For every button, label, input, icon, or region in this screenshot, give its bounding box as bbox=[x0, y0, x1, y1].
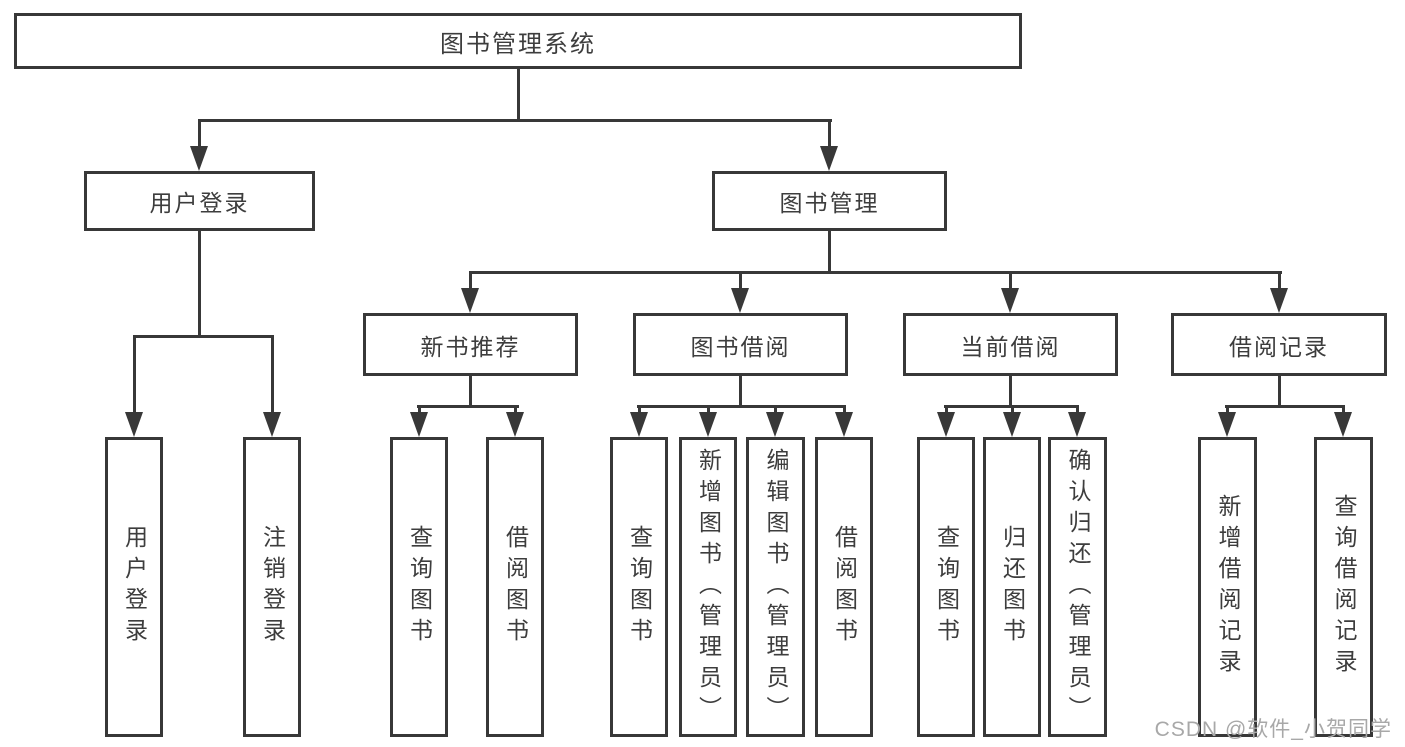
node-borrow-records: 借阅记录 bbox=[1171, 313, 1387, 376]
connector-line bbox=[198, 229, 201, 337]
leaf-logout-label: 注销登录 bbox=[259, 525, 286, 649]
leaf-edit-books-admin-label: 编辑图书（管理员） bbox=[763, 447, 789, 727]
connector-line bbox=[198, 119, 832, 122]
connector-line bbox=[828, 229, 831, 274]
leaf-edit-books-admin: 编辑图书（管理员） bbox=[746, 437, 805, 737]
arrowhead-down bbox=[506, 412, 524, 437]
leaf-return-books: 归还图书 bbox=[983, 437, 1041, 737]
connector-line bbox=[517, 67, 520, 122]
leaf-query-borrow-record: 查询借阅记录 bbox=[1314, 437, 1373, 737]
connector-line bbox=[1225, 405, 1345, 408]
node-current-borrow-label: 当前借阅 bbox=[960, 333, 1061, 360]
node-current-borrow: 当前借阅 bbox=[903, 313, 1118, 376]
csdn-watermark: CSDN @软件_小贺同学 bbox=[1154, 718, 1392, 741]
connector-line bbox=[707, 405, 710, 415]
connector-line bbox=[418, 405, 421, 415]
leaf-borrow-books-2: 借阅图书 bbox=[815, 437, 873, 737]
leaf-query-books-3: 查询图书 bbox=[917, 437, 975, 737]
connector-line bbox=[843, 405, 846, 415]
connector-line bbox=[1278, 374, 1281, 408]
leaf-query-books-1-label: 查询图书 bbox=[406, 525, 433, 649]
leaf-query-books-3-label: 查询图书 bbox=[933, 525, 960, 649]
arrowhead-down bbox=[820, 146, 838, 171]
arrowhead-down bbox=[190, 146, 208, 171]
leaf-user-login: 用户登录 bbox=[105, 437, 163, 737]
connector-line bbox=[133, 335, 136, 414]
arrowhead-down bbox=[1218, 412, 1236, 437]
arrowhead-down bbox=[461, 288, 479, 313]
node-borrow-records-label: 借阅记录 bbox=[1229, 333, 1329, 360]
node-new-book-recommend-label: 新书推荐 bbox=[420, 333, 521, 360]
connector-line bbox=[1009, 374, 1012, 408]
leaf-query-books-2-label: 查询图书 bbox=[626, 525, 653, 649]
leaf-borrow-books-2-label: 借阅图书 bbox=[831, 525, 858, 649]
connector-line bbox=[514, 405, 517, 415]
connector-line bbox=[133, 335, 274, 338]
node-book-borrow: 图书借阅 bbox=[633, 313, 848, 376]
leaf-confirm-return-admin-label: 确认归还（管理员） bbox=[1065, 447, 1091, 727]
connector-line bbox=[637, 405, 846, 408]
arrowhead-down bbox=[766, 412, 784, 437]
leaf-query-books-2: 查询图书 bbox=[610, 437, 668, 737]
connector-line bbox=[739, 374, 742, 408]
leaf-add-borrow-record-label: 新增借阅记录 bbox=[1215, 494, 1241, 680]
node-book-borrow-label: 图书借阅 bbox=[690, 333, 791, 360]
connector-line bbox=[739, 271, 742, 290]
arrowhead-down bbox=[1003, 412, 1021, 437]
connector-line bbox=[1278, 271, 1281, 290]
arrowhead-down bbox=[1001, 288, 1019, 313]
connector-line bbox=[469, 271, 1282, 274]
node-user-login-label: 用户登录 bbox=[149, 190, 250, 216]
leaf-query-borrow-record-label: 查询借阅记录 bbox=[1331, 494, 1357, 680]
leaf-return-books-label: 归还图书 bbox=[999, 525, 1026, 649]
connector-line bbox=[469, 374, 472, 408]
connector-line bbox=[1342, 405, 1345, 415]
arrowhead-down bbox=[410, 412, 428, 437]
leaf-query-books-1: 查询图书 bbox=[390, 437, 448, 737]
connector-line bbox=[1011, 405, 1014, 415]
node-user-login: 用户登录 bbox=[84, 171, 315, 231]
node-root: 图书管理系统 bbox=[14, 13, 1022, 69]
connector-line bbox=[638, 405, 641, 415]
arrowhead-down bbox=[1068, 412, 1086, 437]
arrowhead-down bbox=[699, 412, 717, 437]
connector-line bbox=[271, 335, 274, 414]
node-root-label: 图书管理系统 bbox=[440, 30, 596, 58]
leaf-confirm-return-admin: 确认归还（管理员） bbox=[1048, 437, 1107, 737]
connector-line bbox=[945, 405, 948, 415]
leaf-add-books-admin: 新增图书（管理员） bbox=[679, 437, 737, 737]
connector-line bbox=[1226, 405, 1229, 415]
leaf-user-login-label: 用户登录 bbox=[121, 525, 148, 649]
arrowhead-down bbox=[630, 412, 648, 437]
connector-line bbox=[417, 405, 519, 408]
leaf-add-borrow-record: 新增借阅记录 bbox=[1198, 437, 1257, 737]
connector-line bbox=[469, 271, 472, 290]
connector-line bbox=[198, 119, 201, 149]
arrowhead-down bbox=[937, 412, 955, 437]
connector-line bbox=[774, 405, 777, 415]
connector-line bbox=[1009, 271, 1012, 290]
connector-line bbox=[828, 119, 831, 149]
arrowhead-down bbox=[125, 412, 143, 437]
node-book-management-label: 图书管理 bbox=[779, 190, 880, 216]
arrowhead-down bbox=[1270, 288, 1288, 313]
node-new-book-recommend: 新书推荐 bbox=[363, 313, 578, 376]
arrowhead-down bbox=[731, 288, 749, 313]
arrowhead-down bbox=[835, 412, 853, 437]
arrowhead-down bbox=[1334, 412, 1352, 437]
connector-line bbox=[1076, 405, 1079, 415]
leaf-add-books-admin-label: 新增图书（管理员） bbox=[695, 447, 722, 727]
leaf-logout: 注销登录 bbox=[243, 437, 301, 737]
leaf-borrow-books-1: 借阅图书 bbox=[486, 437, 544, 737]
arrowhead-down bbox=[263, 412, 281, 437]
leaf-borrow-books-1-label: 借阅图书 bbox=[502, 525, 529, 649]
node-book-management: 图书管理 bbox=[712, 171, 947, 231]
